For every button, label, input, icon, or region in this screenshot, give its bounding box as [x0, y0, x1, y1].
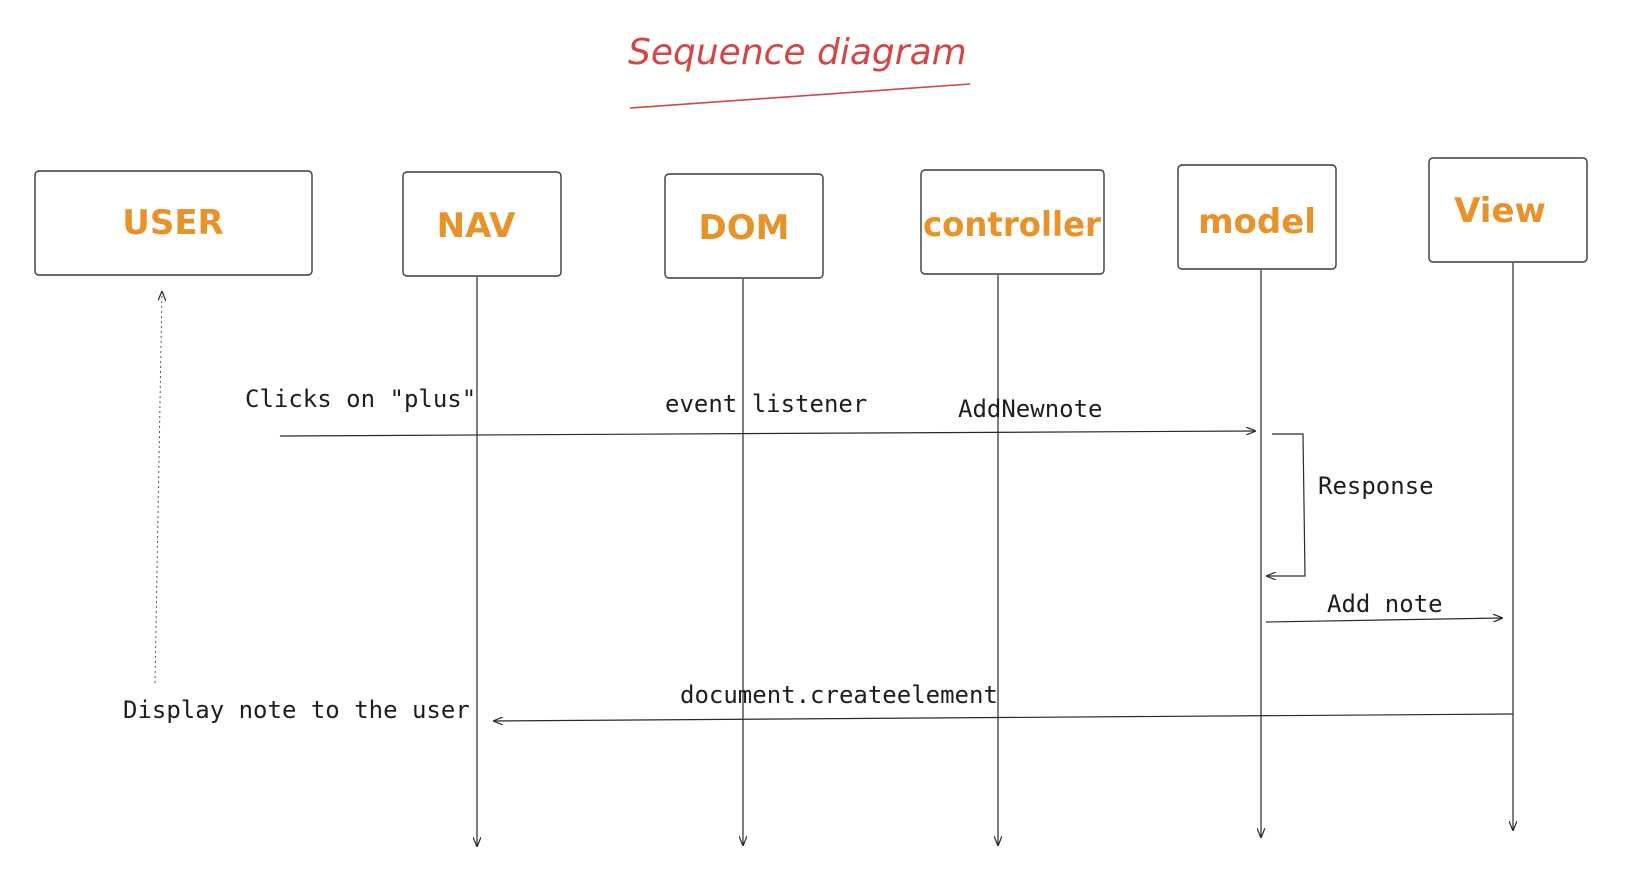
title-underline — [629, 83, 971, 109]
message-label-clicks: Clicks on "plus" — [245, 385, 476, 413]
actor-label-controller: controller — [923, 205, 1101, 245]
actor-box-dom — [664, 173, 824, 279]
actor-label-user: USER — [122, 203, 224, 243]
response-bracket — [1267, 433, 1306, 576]
message-label-createelement: document.createelement — [680, 681, 998, 709]
actor-nav: NAV — [402, 171, 562, 277]
actor-view: View — [1428, 157, 1588, 263]
actor-dom: DOM — [664, 173, 824, 279]
message-label-display: Display note to the user — [123, 696, 470, 724]
message-label-response: Response — [1318, 472, 1434, 500]
user-dotted-lifeline — [154, 292, 162, 684]
actor-user: USER — [34, 170, 313, 276]
actor-box-view — [1428, 157, 1588, 263]
actor-controller: controller — [920, 169, 1105, 275]
message-label-addnewnote: AddNewnote — [958, 395, 1103, 423]
actor-label-nav: NAV — [437, 206, 516, 246]
actor-box-nav — [402, 171, 562, 277]
diagram-title: Sequence diagram — [628, 32, 967, 73]
actor-model: model — [1177, 164, 1337, 270]
message-arrow-addnote — [1265, 618, 1502, 623]
message-arrow-request — [279, 431, 1255, 437]
actor-label-dom: DOM — [699, 208, 790, 248]
actor-label-view: View — [1454, 191, 1546, 231]
message-arrow-createelement — [494, 713, 1514, 721]
actor-box-model — [1177, 164, 1337, 270]
message-label-event: event listener — [665, 390, 867, 418]
message-label-addnote: Add note — [1327, 590, 1443, 618]
actor-box-user — [34, 170, 313, 276]
actor-box-controller — [920, 169, 1105, 275]
actor-label-model: model — [1198, 202, 1316, 242]
